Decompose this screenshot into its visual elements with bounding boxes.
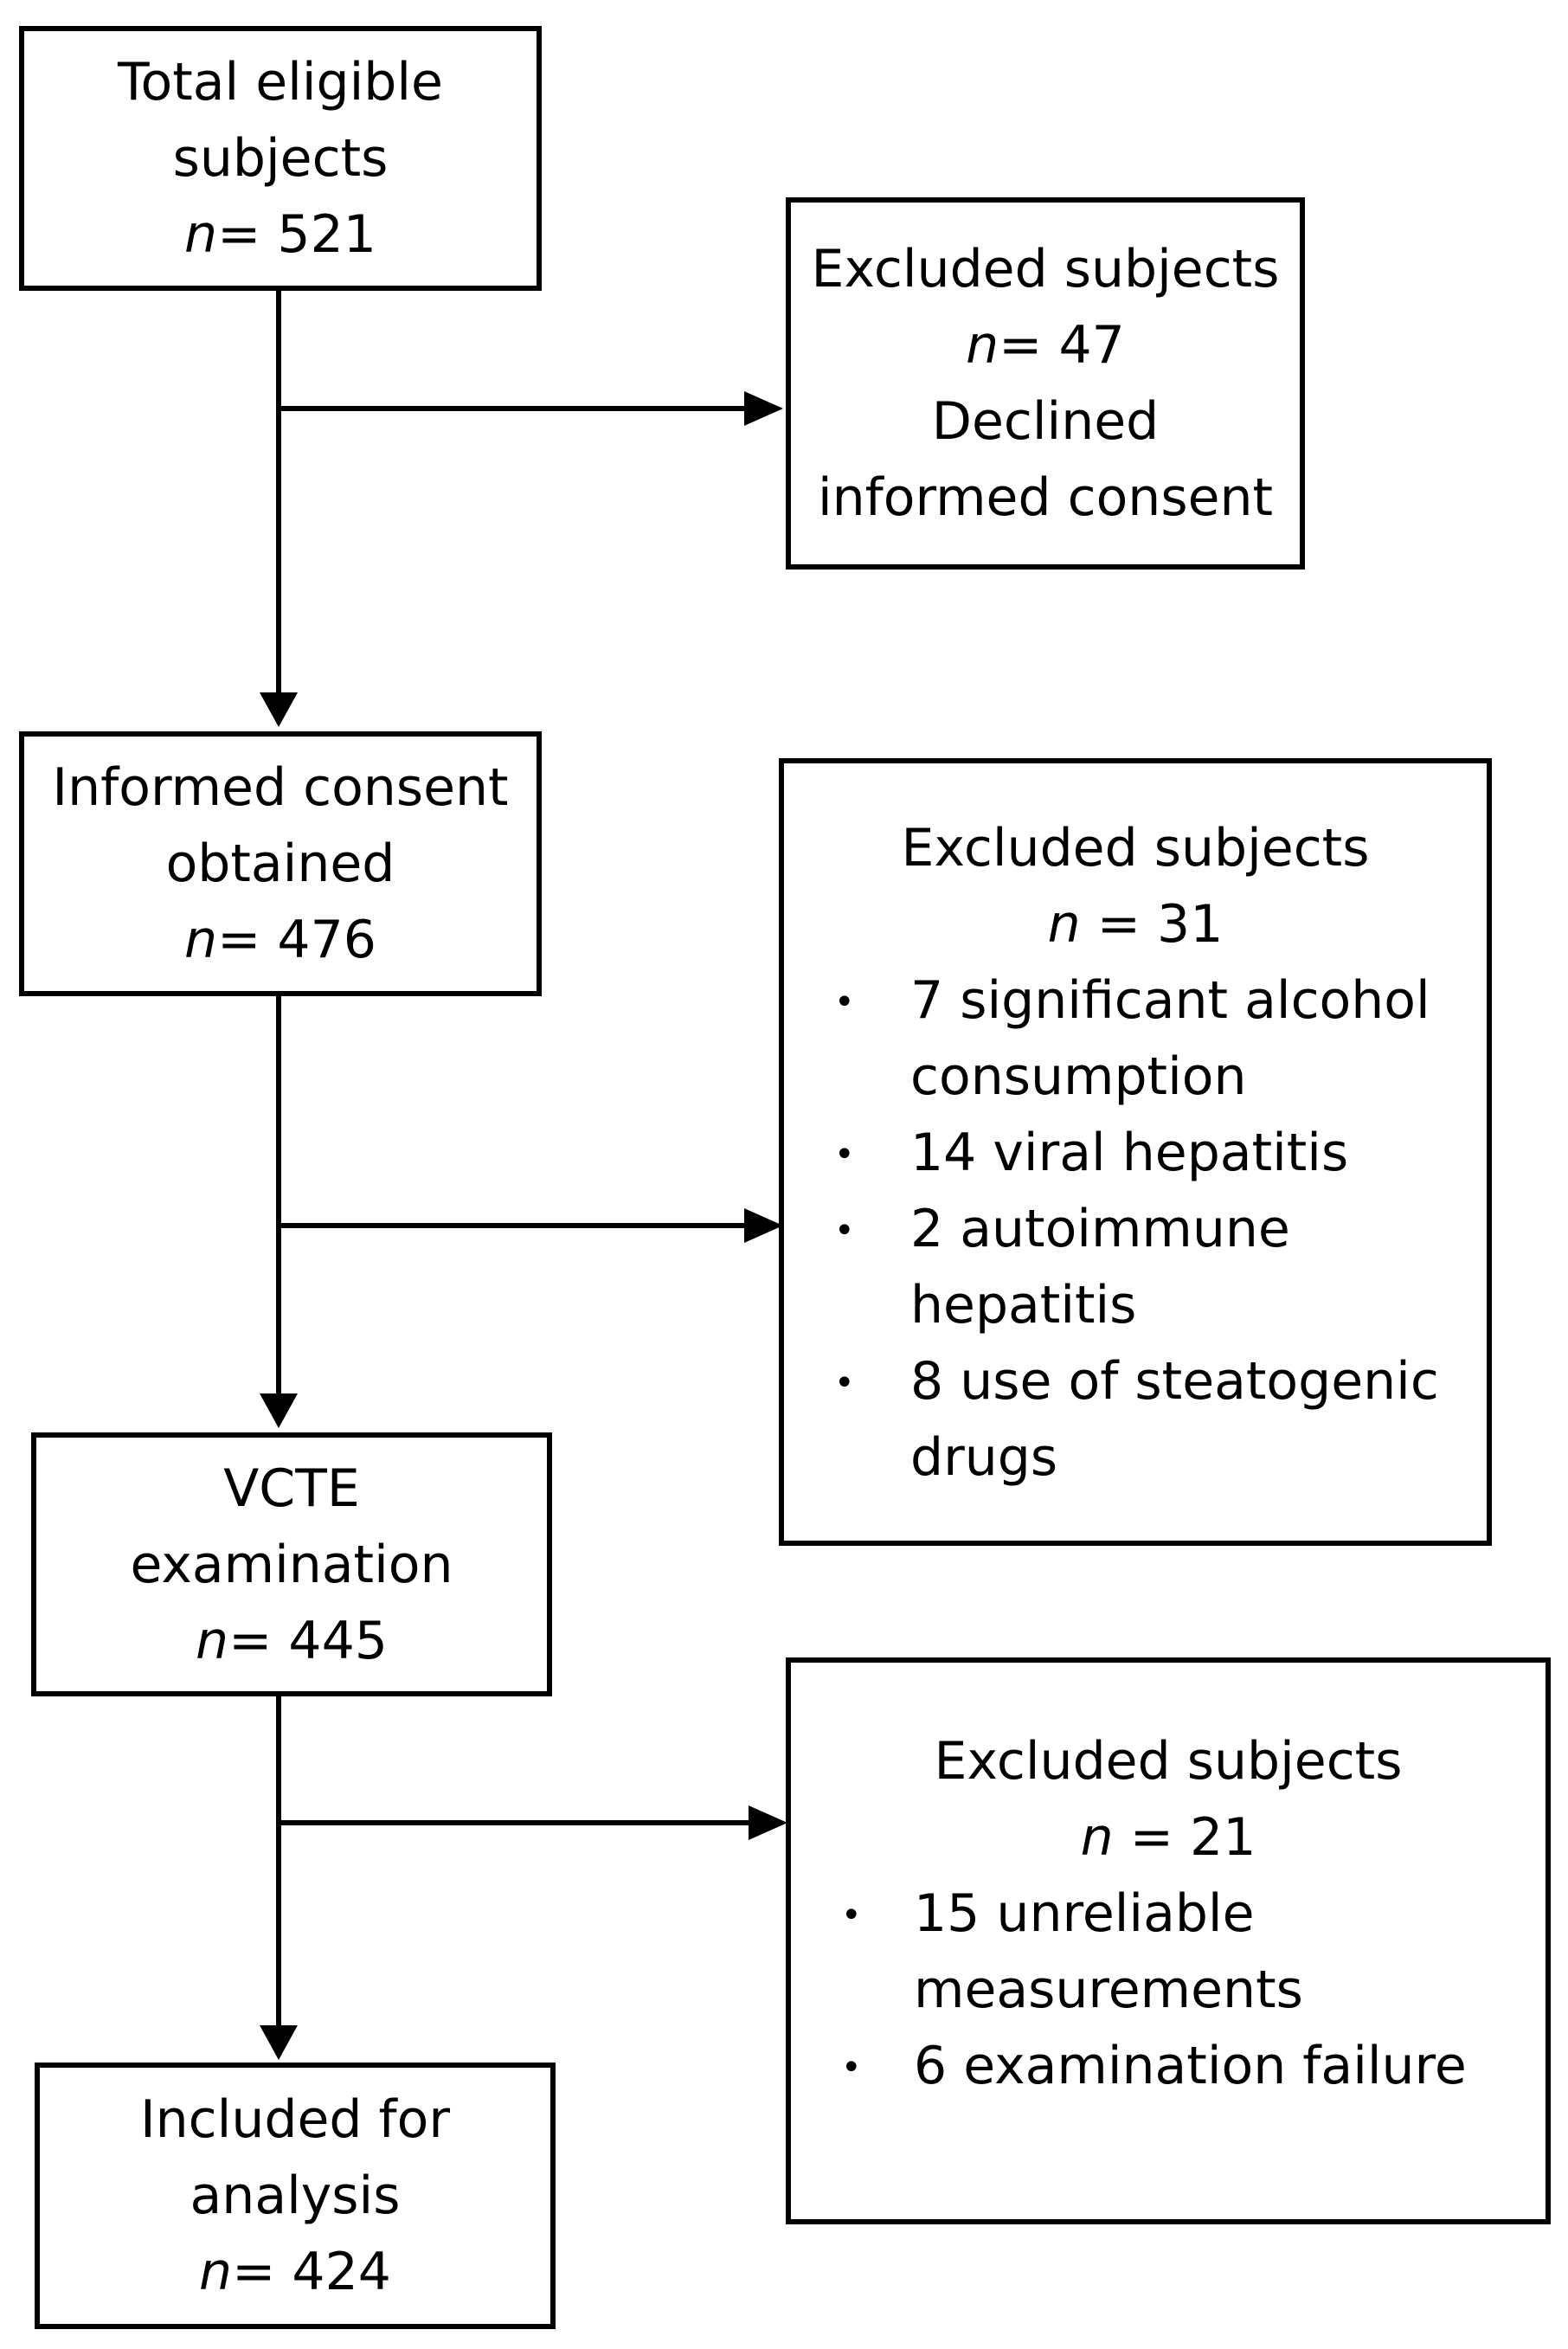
box-count: n= 476 xyxy=(184,902,376,978)
exclusion-item: • 15 unreliable measurements xyxy=(791,1876,1546,2028)
n-value: = 521 xyxy=(217,204,376,265)
arrowhead-down-3 xyxy=(260,2025,298,2060)
excluded-count: n = 21 xyxy=(791,1799,1546,1876)
box-excluded-declined: Excluded subjects n= 47 Declined informe… xyxy=(786,197,1305,570)
box-excluded-measurement: Excluded subjects n = 21 • 15 unreliable… xyxy=(786,1657,1551,2224)
arrowhead-right-1 xyxy=(744,391,783,426)
exclusion-item: • 14 viral hepatitis xyxy=(784,1115,1487,1191)
box-total-eligible: Total eligible subjects n= 521 xyxy=(19,26,542,291)
arrowhead-down-2 xyxy=(260,1393,298,1428)
n-symbol: n xyxy=(184,910,218,970)
exclusion-item-line: 15 unreliable xyxy=(914,1883,1255,1944)
excluded-count: n= 47 xyxy=(966,307,1125,383)
bullet-dot: • xyxy=(841,1895,862,1935)
exclusion-item-line: consumption xyxy=(910,1046,1247,1107)
excluded-title: Excluded subjects xyxy=(811,239,1280,299)
n-value: = 21 xyxy=(1113,1807,1256,1868)
exclusion-item: • 8 use of steatogenic drugs xyxy=(784,1343,1487,1496)
n-symbol: n xyxy=(1047,894,1081,955)
exclusion-item-line: 6 examination failure xyxy=(914,2036,1467,2096)
n-symbol: n xyxy=(196,1610,229,1671)
excluded-count: n = 31 xyxy=(784,886,1487,962)
n-symbol: n xyxy=(184,204,218,265)
exclusion-item-line: hepatitis xyxy=(910,1275,1137,1335)
n-symbol: n xyxy=(199,2242,233,2302)
n-value: = 424 xyxy=(232,2242,391,2302)
arrowhead-down-1 xyxy=(260,692,298,727)
exclusion-item-line: drugs xyxy=(910,1427,1058,1488)
arrowhead-right-2 xyxy=(744,1208,783,1243)
n-value: = 31 xyxy=(1080,894,1224,955)
box-line: examination xyxy=(130,1534,453,1595)
exclusion-item-line: 2 autoimmune xyxy=(910,1199,1290,1259)
box-count: n= 445 xyxy=(196,1603,388,1679)
box-excluded-clinical: Excluded subjects n = 31 • 7 significant… xyxy=(779,758,1492,1546)
exclusion-item: • 6 examination failure xyxy=(791,2028,1546,2104)
box-included-for-analysis: Included for analysis n= 424 xyxy=(35,2063,556,2329)
box-vcte-examination: VCTE examination n= 445 xyxy=(31,1432,552,1696)
exclusion-item: • 2 autoimmune hepatitis xyxy=(784,1191,1487,1343)
box-line: VCTE xyxy=(223,1458,360,1519)
exclusion-item-line: measurements xyxy=(914,1960,1303,2020)
excluded-title: Excluded subjects xyxy=(934,1731,1403,1792)
excluded-reason-line: Declined xyxy=(931,391,1160,452)
n-value: = 47 xyxy=(999,315,1125,376)
box-informed-consent: Informed consent obtained n= 476 xyxy=(19,731,542,996)
bullet-dot: • xyxy=(834,1135,855,1174)
box-line: obtained xyxy=(165,833,395,894)
bullet-dot: • xyxy=(834,1211,855,1251)
exclusion-list: • 15 unreliable measurements • 6 examina… xyxy=(791,1876,1546,2104)
n-value: = 476 xyxy=(217,910,376,970)
bullet-dot: • xyxy=(834,982,855,1022)
box-count: n= 521 xyxy=(184,196,376,273)
box-line: analysis xyxy=(190,2166,401,2226)
excluded-reason-line: informed consent xyxy=(817,467,1274,528)
bullet-dot: • xyxy=(834,1363,855,1403)
exclusion-item: • 7 significant alcohol consumption xyxy=(784,962,1487,1115)
n-symbol: n xyxy=(1080,1807,1114,1868)
exclusion-item-line: 8 use of steatogenic xyxy=(910,1351,1439,1412)
n-symbol: n xyxy=(966,315,999,376)
box-line: Included for xyxy=(139,2089,451,2150)
exclusion-item-line: 7 significant alcohol xyxy=(910,970,1430,1031)
arrowhead-right-3 xyxy=(749,1805,787,1840)
excluded-title: Excluded subjects xyxy=(901,818,1370,878)
box-line: Total eligible xyxy=(118,52,443,113)
box-count: n= 424 xyxy=(199,2234,391,2310)
n-value: = 445 xyxy=(228,1610,388,1671)
bullet-dot: • xyxy=(841,2048,862,2088)
box-line: subjects xyxy=(172,128,389,189)
exclusion-item-line: 14 viral hepatitis xyxy=(910,1123,1349,1183)
box-line: Informed consent xyxy=(52,757,509,818)
exclusion-list: • 7 significant alcohol consumption • 14… xyxy=(784,962,1487,1496)
